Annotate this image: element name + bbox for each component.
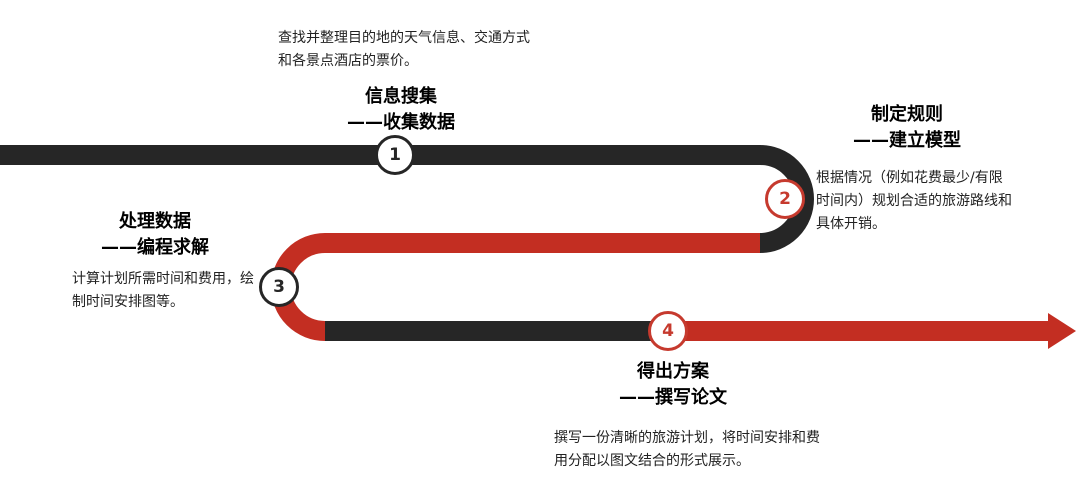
step-2-subtitle: ——建立模型 bbox=[853, 130, 961, 151]
step-2-node: 2 bbox=[765, 179, 805, 219]
step-1-description: 查找并整理目的地的天气信息、交通方式和各景点酒店的票价。 bbox=[278, 30, 530, 69]
step-1-subtitle: ——收集数据 bbox=[347, 112, 455, 133]
step-2-title-text: 制定规则 bbox=[871, 104, 943, 125]
step-1-number: 1 bbox=[389, 145, 401, 165]
step-4-description: 撰写一份清晰的旅游计划，将时间安排和费用分配以图文结合的形式展示。 bbox=[554, 430, 820, 469]
step-3-title-text: 处理数据 bbox=[119, 211, 191, 232]
step-3-title: 处理数据 ——编程求解 bbox=[90, 209, 220, 261]
step-1-title-text: 信息搜集 bbox=[365, 86, 437, 107]
step-4-title-text: 得出方案 bbox=[637, 361, 709, 382]
step-2-title: 制定规则 ——建立模型 bbox=[842, 102, 972, 154]
step-1-node: 1 bbox=[375, 135, 415, 175]
step-4-subtitle: ——撰写论文 bbox=[619, 387, 727, 408]
step-3-subtitle: ——编程求解 bbox=[101, 237, 209, 258]
step-3-node: 3 bbox=[259, 267, 299, 307]
step-4-number: 4 bbox=[662, 321, 674, 341]
step-4-node: 4 bbox=[648, 311, 688, 351]
step-2-description: 根据情况（例如花费最少/有限时间内）规划合适的旅游路线和具体开销。 bbox=[816, 170, 1012, 232]
step-4-title: 得出方案 ——撰写论文 bbox=[608, 359, 738, 411]
arrow-head-icon bbox=[1048, 313, 1076, 349]
step-2-number: 2 bbox=[779, 189, 791, 209]
road-segment-2 bbox=[271, 233, 760, 341]
step-1-title: 信息搜集 ——收集数据 bbox=[336, 84, 466, 136]
step-3-number: 3 bbox=[273, 277, 285, 297]
step-3-description: 计算计划所需时间和费用，绘制时间安排图等。 bbox=[72, 271, 254, 310]
